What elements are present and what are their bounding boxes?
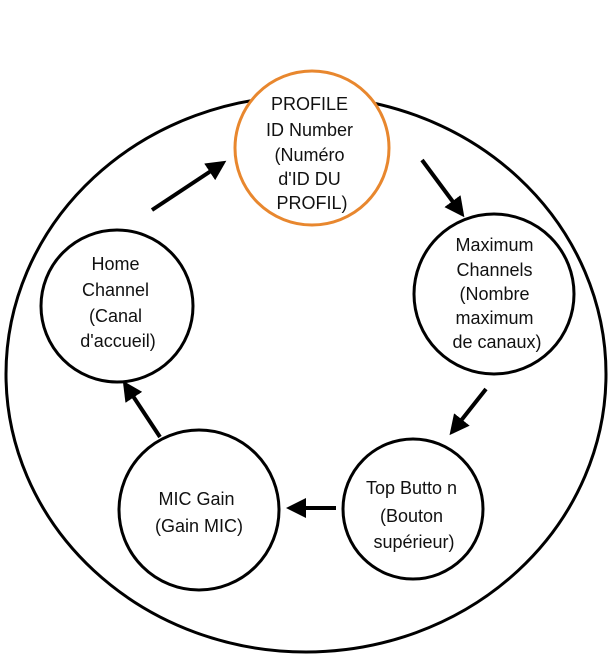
node-label: Top Butto n (Bouton supérieur)	[366, 478, 462, 552]
label-line: MIC Gain	[158, 489, 234, 509]
node-circle	[233, 69, 391, 227]
node-circle	[412, 212, 576, 376]
label-line: (Canal	[89, 306, 142, 326]
node-mic-gain[interactable]: MIC Gain (Gain MIC)	[117, 428, 281, 592]
label-line: d'ID DU	[278, 169, 340, 189]
label-line: de canaux)	[452, 332, 541, 352]
node-label: PROFILE ID Number (Numéro d'ID DU PROFIL…	[266, 94, 358, 213]
arrow-maximum-to-top	[449, 387, 488, 436]
label-line: maximum	[455, 308, 533, 328]
label-line: PROFILE	[271, 94, 348, 114]
label-line: (Bouton	[380, 506, 443, 526]
label-line: Maximum	[455, 235, 533, 255]
label-line: Channel	[82, 280, 149, 300]
label-line: d'accueil)	[80, 331, 155, 351]
label-line: PROFIL)	[276, 193, 347, 213]
node-profile-id-number[interactable]: PROFILE ID Number (Numéro d'ID DU PROFIL…	[233, 69, 391, 227]
label-line: (Gain MIC)	[155, 516, 243, 536]
label-line: (Nombre	[459, 284, 529, 304]
label-line: Top Butto n	[366, 478, 457, 498]
arrow-home-to-profile	[150, 160, 227, 212]
node-circle	[39, 228, 195, 384]
label-line: ID Number	[266, 120, 353, 140]
node-circle	[117, 428, 281, 592]
node-maximum-channels[interactable]: Maximum Channels (Nombre maximum de cana…	[412, 212, 576, 376]
label-line: (Numéro	[274, 145, 344, 165]
node-label: Home Channel (Canal d'accueil)	[80, 254, 155, 351]
node-label: MIC Gain (Gain MIC)	[155, 489, 243, 536]
node-top-button[interactable]: Top Butto n (Bouton supérieur)	[341, 437, 485, 581]
node-home-channel[interactable]: Home Channel (Canal d'accueil)	[39, 228, 195, 384]
label-line: Home	[91, 254, 139, 274]
label-line: Channels	[456, 260, 532, 280]
label-line: supérieur)	[373, 532, 454, 552]
arrow-profile-to-maximum	[420, 158, 465, 218]
node-circle	[341, 437, 485, 581]
node-label: Maximum Channels (Nombre maximum de cana…	[452, 235, 541, 352]
flow-arrows	[122, 158, 488, 518]
arrow-mic-to-home	[122, 380, 162, 439]
